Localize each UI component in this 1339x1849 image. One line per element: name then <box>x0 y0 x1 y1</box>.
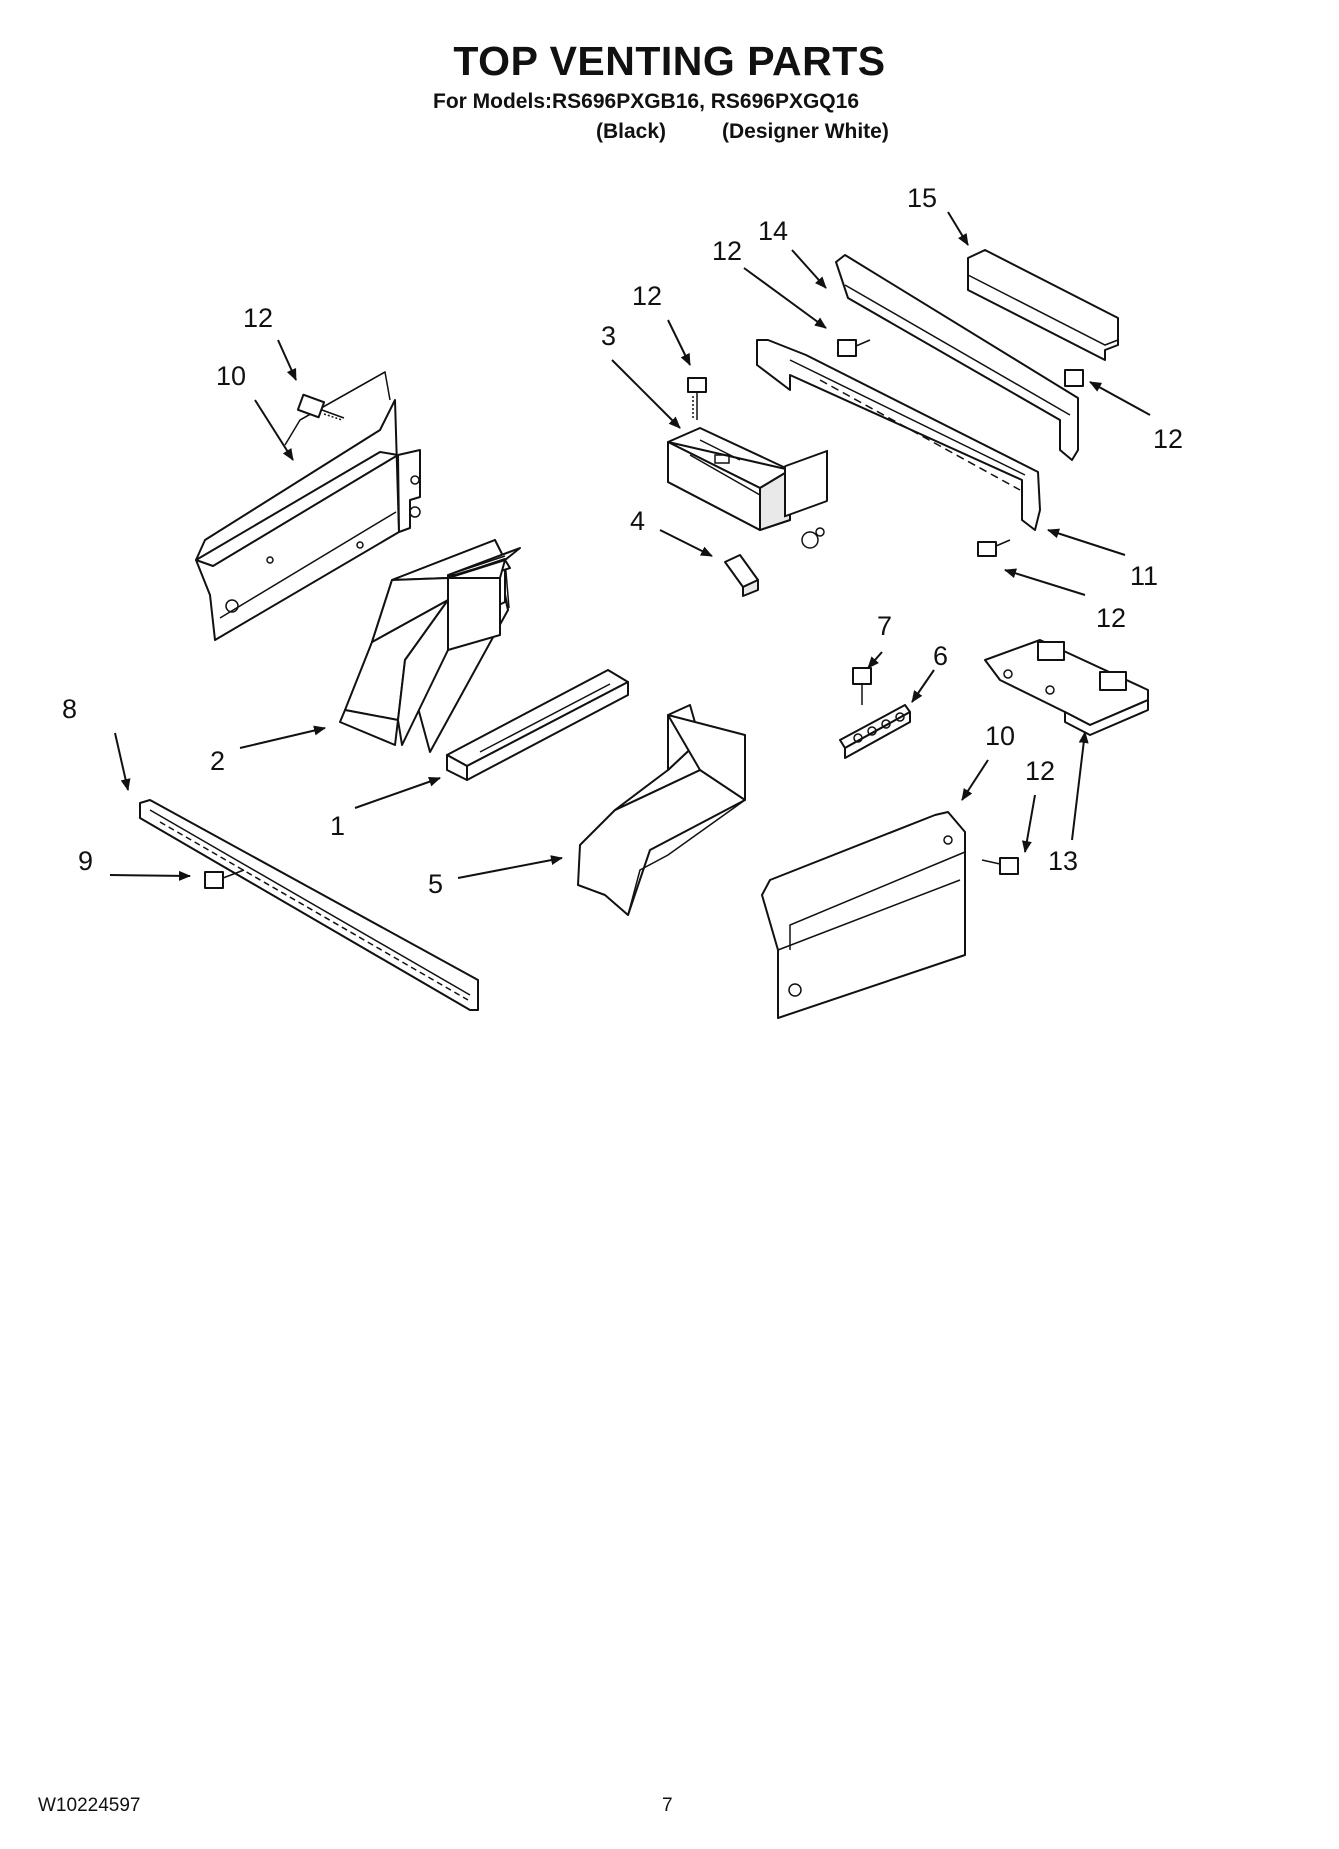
part-11-bracket <box>756 339 1041 531</box>
part-14-bracket <box>835 254 1079 461</box>
callout-11: 11 <box>1130 561 1158 591</box>
callout-10: 10 <box>985 721 1015 751</box>
callout-12: 12 <box>1153 424 1183 454</box>
part-9-screw <box>204 869 245 889</box>
callout-10: 10 <box>216 361 246 391</box>
part-13-bracket <box>984 639 1149 736</box>
callout-12: 12 <box>712 236 742 266</box>
leader-lines <box>109 211 1151 881</box>
callout-1: 1 <box>330 811 345 841</box>
callout-15: 15 <box>907 183 937 213</box>
callout-14: 14 <box>758 216 788 246</box>
callout-2: 2 <box>210 746 225 776</box>
part-12-screw-c <box>837 339 871 357</box>
part-12-screw-e <box>977 539 1011 557</box>
callout-3: 3 <box>601 321 616 351</box>
callout-7: 7 <box>877 611 892 641</box>
callout-6: 6 <box>933 641 948 671</box>
callout-8: 8 <box>62 694 77 724</box>
part-2-duct-body <box>339 559 506 746</box>
doc-number: W10224597 <box>38 1795 141 1816</box>
callout-12: 12 <box>632 281 662 311</box>
part-8-rail <box>139 799 479 1011</box>
part-5-tray <box>577 704 746 916</box>
part-4-clip <box>724 554 759 597</box>
part-12-screw-a <box>296 393 345 421</box>
callout-9: 9 <box>78 846 93 876</box>
callout-labels: 12 10 2 1 3 12 4 5 12 14 15 12 11 12 7 6… <box>62 183 1183 899</box>
callout-12: 12 <box>1096 603 1126 633</box>
part-7-screw <box>852 667 872 705</box>
part-15-plate <box>967 249 1119 361</box>
callout-12: 12 <box>243 303 273 333</box>
part-12-screw-d <box>1064 369 1084 387</box>
callout-13: 13 <box>1048 846 1078 876</box>
part-6-terminal-block <box>839 704 911 759</box>
part-1-strip <box>446 669 629 781</box>
part-10-right-panel <box>761 811 966 1019</box>
part-12-screw-f <box>981 857 1019 875</box>
variant-designer-white: (Designer White) <box>722 120 889 143</box>
page-title: TOP VENTING PARTS <box>453 38 886 84</box>
callout-4: 4 <box>630 506 645 536</box>
models-line: For Models:RS696PXGB16, RS696PXGQ16 <box>433 90 859 113</box>
callout-5: 5 <box>428 869 443 899</box>
variant-black: (Black) <box>596 120 667 143</box>
page-number: 7 <box>662 1795 673 1816</box>
part-3-control-assembly <box>667 427 828 549</box>
part-10-left-panel <box>195 370 421 641</box>
callout-12: 12 <box>1025 756 1055 786</box>
part-12-screw-b <box>687 377 707 420</box>
